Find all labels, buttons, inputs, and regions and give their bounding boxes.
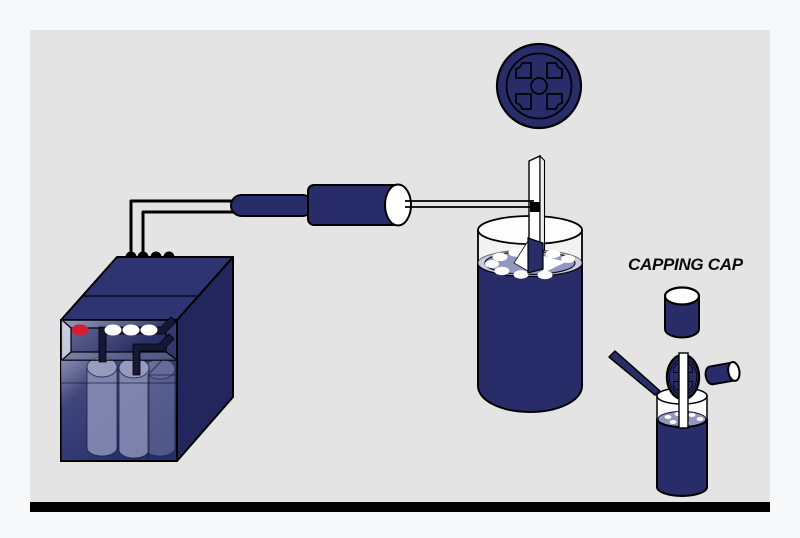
vessel-cap-top-view — [495, 42, 583, 130]
red-indicator-light — [71, 324, 89, 336]
capping-cap-label: CAPPING CAP — [628, 255, 744, 274]
panel-bottom-bevel — [62, 352, 177, 360]
interior-cylinder-back — [144, 358, 176, 457]
stirrer-paddle — [527, 237, 544, 274]
white-indicator-2 — [122, 324, 140, 336]
vial-body — [656, 418, 708, 497]
disc-holes — [485, 248, 575, 280]
stirrer-stick-side — [539, 154, 546, 251]
small-cylinder-part — [704, 361, 741, 386]
white-indicator-3 — [140, 324, 158, 336]
drive-shaft — [405, 200, 540, 212]
panel-pipe-lower — [132, 333, 175, 376]
power-cables — [129, 199, 236, 257]
capping-cap-part — [663, 286, 701, 339]
cable-lower — [141, 210, 236, 257]
motor-face — [384, 183, 412, 227]
motor-cable-grip — [230, 194, 314, 217]
front-panel — [61, 316, 178, 376]
spatula-tool — [608, 350, 661, 396]
vial-stick — [678, 352, 689, 429]
control-unit-interior — [61, 356, 177, 459]
ground-bar — [30, 502, 770, 512]
disc-wedge — [540, 255, 566, 273]
cable-upper — [129, 199, 236, 257]
shaft-coupler — [530, 202, 540, 212]
panel-left-bevel — [62, 320, 71, 360]
interior-tank-wireframe — [147, 358, 177, 458]
mixing-vessel — [477, 154, 583, 413]
control-unit — [60, 251, 234, 462]
capped-vial-assembly — [608, 350, 741, 497]
white-indicator-1 — [104, 324, 122, 336]
interior-cylinder-left — [86, 356, 118, 457]
capping-cap-top — [663, 286, 701, 306]
vial-disc-holes — [664, 412, 704, 425]
drive-motor — [230, 183, 412, 227]
liquid-body — [477, 262, 583, 413]
capping-cap-body — [664, 295, 700, 339]
